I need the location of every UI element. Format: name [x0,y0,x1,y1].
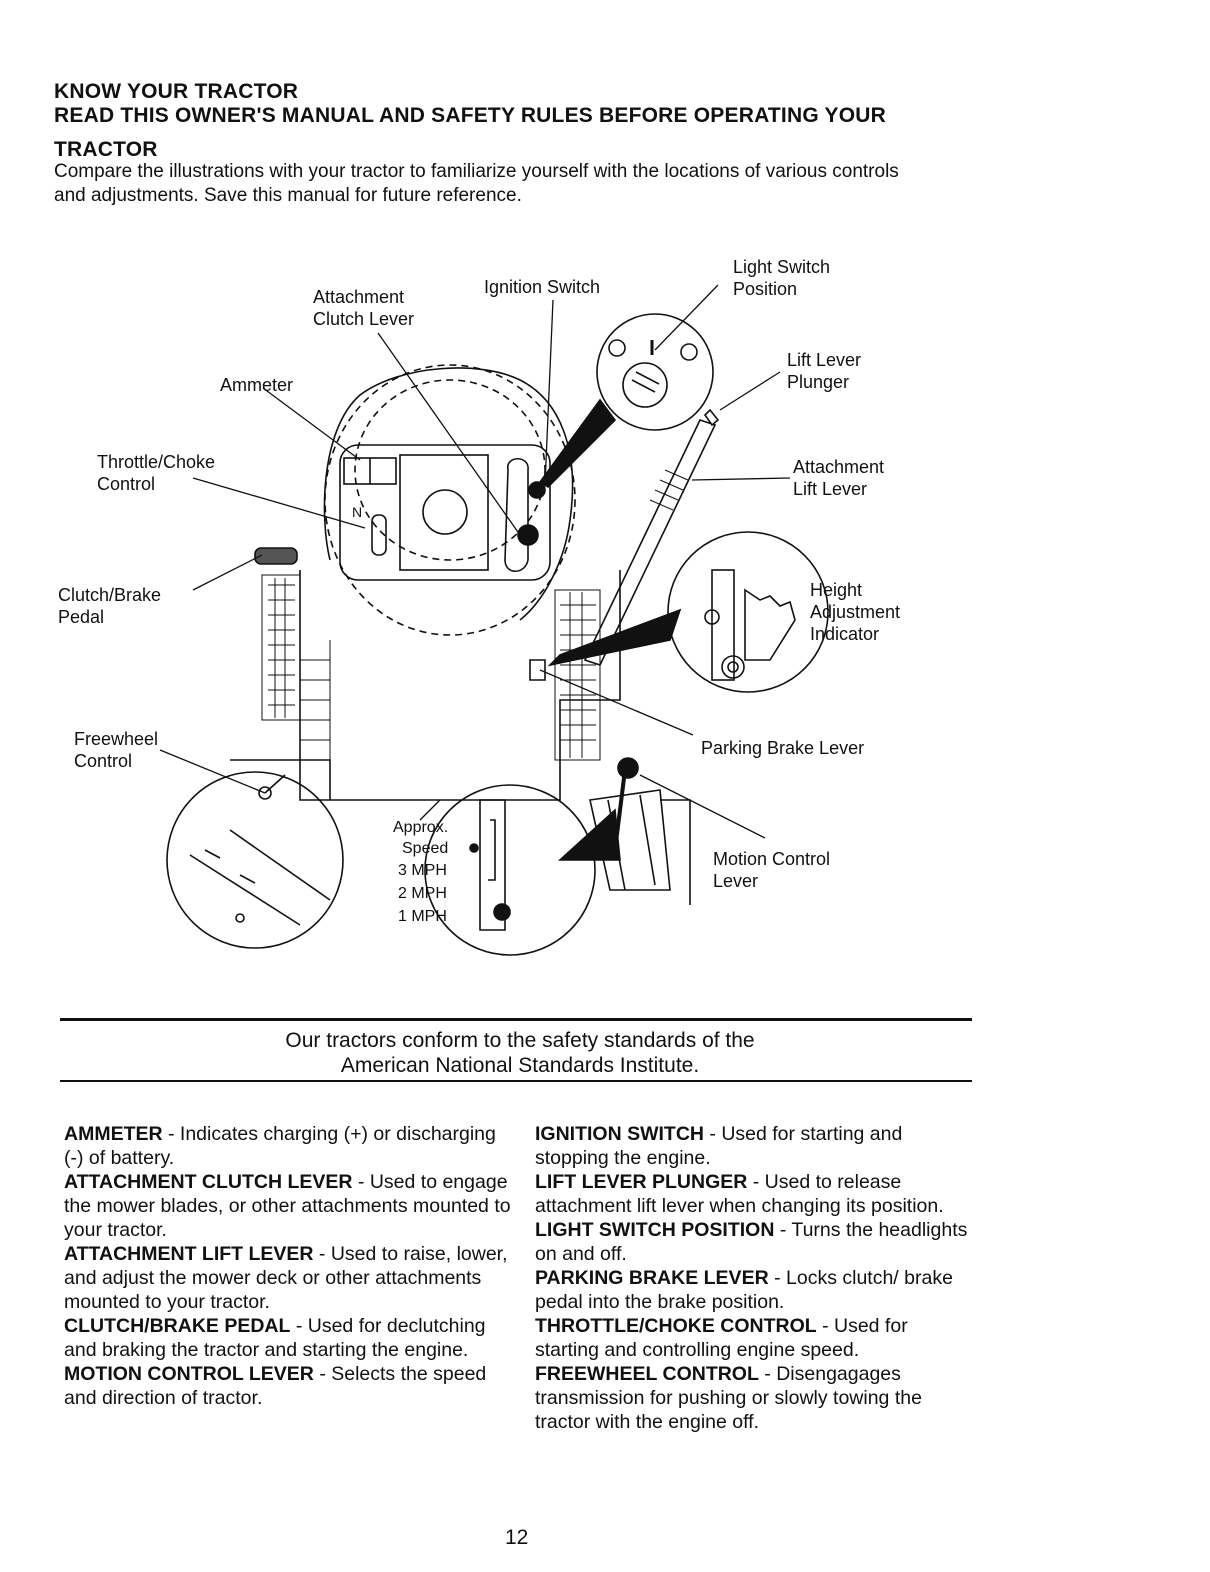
speed-label-approx: Approx. [393,819,449,836]
notice-line2: American National Standards Institute. [340,1054,700,1077]
ammeter-gauge [343,457,397,485]
term: ATTACHMENT LIFT LEVER [64,1243,314,1265]
motion-control-detail-circle [424,784,596,956]
term-description: - Indicates charging (+) or discharging … [64,1123,496,1169]
height-adjustment-detail-circle [667,531,829,693]
motion-control-knob [617,757,639,779]
clutch-brake-pedal [254,547,298,565]
freewheel-detail-circle [166,771,344,949]
definition-parking-brake-lever: PARKING BRAKE LEVER - Locks clutch/ brak… [535,1266,975,1314]
term-description: - Used for starting and stopping the eng… [535,1123,903,1169]
definition-light-switch-position: LIGHT SWITCH POSITION - Turns the headli… [535,1218,975,1266]
label-lift-lever-plunger: Lift Lever Plunger [787,350,862,392]
term: LIFT LEVER PLUNGER [535,1171,748,1193]
speed-label-speed: Speed [402,840,449,857]
label-attachment-lift-lever: Attachment Lift Lever [793,457,885,499]
speed-label-3mph: 3 MPH [398,862,447,879]
definition-motion-control-lever: MOTION CONTROL LEVER - Selects the speed… [64,1362,514,1410]
label-height-adjustment-indicator: Height Adjustment Indicator [810,580,901,644]
definitions-right-column: IGNITION SWITCH - Used for starting and … [535,1122,975,1434]
term-description: - Used to release attachment lift lever … [535,1171,944,1217]
label-parking-brake-lever: Parking Brake Lever [701,738,865,758]
page-title: KNOW YOUR TRACTOR [54,80,299,103]
definition-clutch-brake-pedal: CLUTCH/BRAKE PEDAL - Used for declutchin… [64,1314,514,1362]
definitions-left-column: AMMETER - Indicates charging (+) or disc… [64,1122,514,1410]
page-subtitle-line1: READ THIS OWNER'S MANUAL AND SAFETY RULE… [54,104,886,127]
label-light-switch-position: Light Switch Position [733,257,831,299]
term-description: - Used for starting and controlling engi… [535,1315,908,1361]
term: CLUTCH/BRAKE PEDAL [64,1315,291,1337]
intro-paragraph: Compare the illustrations with your trac… [54,161,899,206]
term-description: - Turns the headlights on and off. [535,1219,968,1265]
label-throttle-choke-control: Throttle/Choke Control [97,452,216,494]
term-description: - Used to engage the mower blades, or ot… [64,1171,511,1241]
term: FREEWHEEL CONTROL [535,1363,759,1385]
definition-lift-lever-plunger: LIFT LEVER PLUNGER - Used to release att… [535,1170,975,1218]
term: THROTTLE/CHOKE CONTROL [535,1315,817,1337]
term: ATTACHMENT CLUTCH LEVER [64,1171,353,1193]
term: AMMETER [64,1123,163,1145]
label-ammeter: Ammeter [220,375,294,395]
gauge-circle [422,489,468,535]
dashboard-panel [339,444,551,581]
label-ignition-switch: Ignition Switch [484,277,601,297]
standards-notice: Our tractors conform to the safety stand… [200,1028,840,1078]
dashboard-dashed-outline [324,364,576,636]
term-description: - Selects the speed and direction of tra… [64,1363,487,1409]
label-attachment-clutch-lever: Attachment Clutch Lever [313,287,415,329]
definition-throttle-choke-control: THROTTLE/CHOKE CONTROL - Used for starti… [535,1314,975,1362]
label-motion-control-lever: Motion Control Lever [713,849,831,891]
ignition-detail-circle [596,313,714,431]
divider-top [60,1018,972,1021]
term-description: - Used for declutching and braking the t… [64,1315,486,1361]
definition-ignition-switch: IGNITION SWITCH - Used for starting and … [535,1122,975,1170]
label-clutch-brake-pedal: Clutch/Brake Pedal [58,585,162,627]
definition-ammeter: AMMETER - Indicates charging (+) or disc… [64,1122,514,1170]
definition-attachment-clutch-lever: ATTACHMENT CLUTCH LEVER - Used to engage… [64,1170,514,1242]
page-number: 12 [505,1526,529,1549]
term: IGNITION SWITCH [535,1123,704,1145]
term: MOTION CONTROL LEVER [64,1363,314,1385]
label-freewheel-control: Freewheel Control [74,729,159,771]
term-description: - Used to raise, lower, and adjust the m… [64,1243,508,1313]
hood-outline [299,570,621,801]
notice-line1: Our tractors conform to the safety stand… [285,1029,755,1052]
attachment-lift-lever-rod [583,419,717,666]
definition-attachment-lift-lever: ATTACHMENT LIFT LEVER - Used to raise, l… [64,1242,514,1314]
page-subtitle-line2: TRACTOR [54,138,158,161]
term-description: - Locks clutch/ brake pedal into the bra… [535,1267,953,1313]
term: LIGHT SWITCH POSITION [535,1219,775,1241]
speed-label-1mph: 1 MPH [398,908,447,925]
definition-freewheel-control: FREEWHEEL CONTROL - Disengagages transmi… [535,1362,975,1434]
svg-text:N: N [352,504,362,520]
divider-bottom [60,1080,972,1082]
tractor-controls-diagram: N [159,284,829,956]
term-description: - Disengagages transmission for pushing … [535,1363,922,1433]
term: PARKING BRAKE LEVER [535,1267,769,1289]
speed-label-2mph: 2 MPH [398,885,447,902]
